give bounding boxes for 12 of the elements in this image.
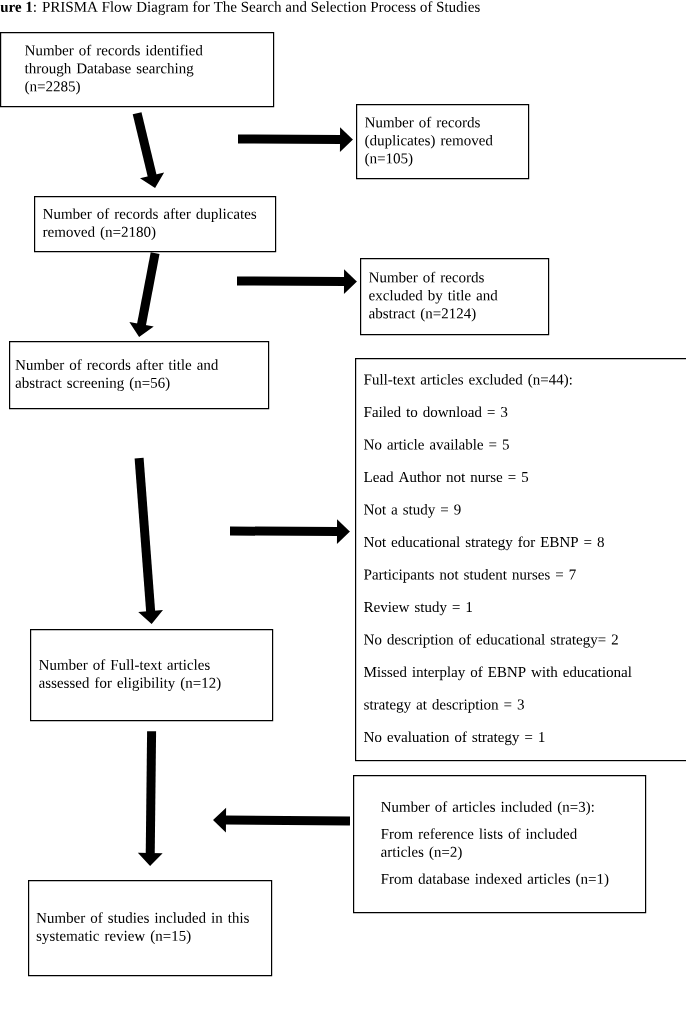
process-box: Number of records excluded by title and abstract (n=2124) (360, 258, 550, 336)
process-box: Number of Full-text articles assessed for eligibility (n=12) (30, 629, 274, 722)
process-box: Number of studies included in this systematic review (n=15) (28, 880, 273, 977)
process-box: Number of records (duplicates) removed (n=105) (356, 104, 530, 180)
arrow (134, 457, 163, 624)
process-box: Number of records after title and abstract screening (n=56) (9, 341, 270, 410)
box-with-list: Full-text articles excluded (n=44): Failed to download = 3 No article available = 5 Lead Author not nurse = 5 Not a study = 9 Not educational strategy for EBNP = 8 Participants not student nurses = 7 Review study = 1 No description of educational strategy= 2 Missed interplay of EBNP with educational strategy at description = 3 No evaluation of strategy = 1 (355, 358, 686, 762)
process-box: Number of articles included (n=3): From reference lists of included articles (n=2) From database indexed articles (n=1) (353, 775, 647, 914)
figure-title: ure 1: PRISMA Flow Diagram for The Search and Selection Process of Studies (0, 1, 480, 15)
arrow (132, 112, 165, 188)
process-box: Number of records identified through Database searching (n=2285) (0, 32, 275, 108)
process-box: Number of records after duplicates removed (n=2180) (34, 196, 277, 253)
